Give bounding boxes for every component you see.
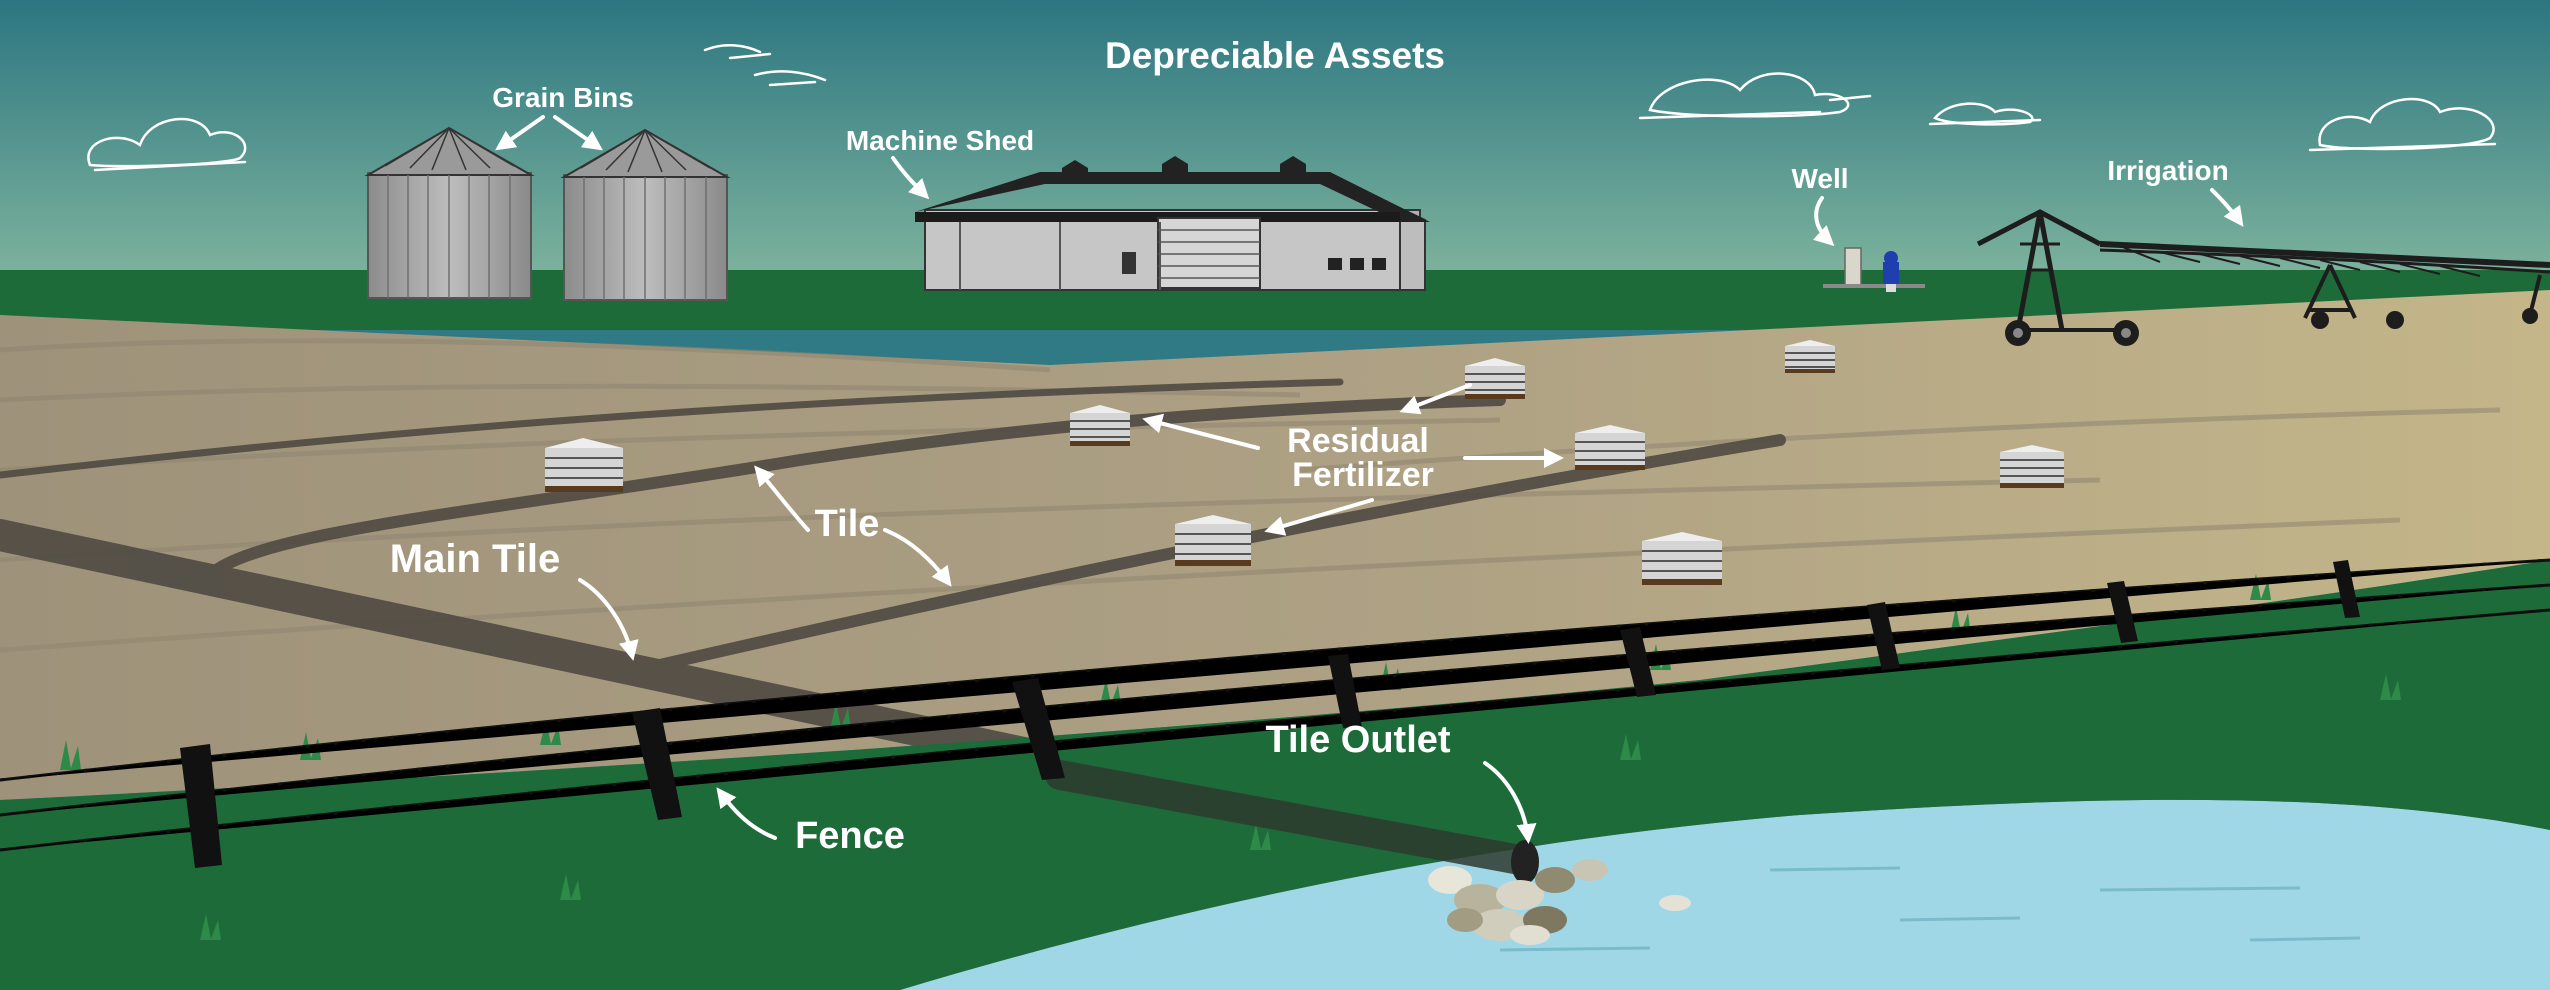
label-fence: Fence [795, 815, 905, 857]
pond [900, 799, 2550, 990]
center-pivot-irrigation-icon [1976, 209, 2550, 332]
tile-outlet-opening [1511, 840, 1539, 884]
water-ripples [1499, 866, 2361, 952]
fence-post-icon [180, 744, 222, 868]
tile-outlet-pipe [1045, 760, 1535, 875]
machine-shed-icon [915, 156, 1430, 291]
label-grain-bins: Grain Bins [492, 82, 634, 113]
fence-post-icon [2333, 560, 2360, 618]
fertilizer-pallet-icon [2000, 445, 2064, 488]
fertilizer-pallet-icon [1070, 405, 1130, 446]
fertilizer-pallet-icon [1642, 532, 1722, 585]
well-pump-icon [1823, 247, 1925, 292]
fence [0, 558, 2550, 868]
cloud-icon [1638, 72, 1872, 120]
fertilizer-pallet-icon [1575, 425, 1645, 470]
fertilizer-pallet-icon [545, 438, 623, 492]
fertilizer-pallet-icon [1465, 358, 1525, 399]
fence-post-icon [632, 708, 682, 820]
label-main-tile: Main Tile [390, 537, 560, 581]
irrigation-wheels [2005, 308, 2538, 346]
field-furrows [0, 338, 2501, 653]
label-well: Well [1791, 163, 1848, 194]
fertilizer-pallet-icon [1175, 515, 1251, 566]
label-residual-fertilizer-line1: Residual [1287, 422, 1429, 460]
grain-bin-icon [364, 126, 535, 299]
fertilizer-pallet-icon [1785, 340, 1835, 373]
grain-bin-icon [560, 128, 731, 301]
lower-tile [654, 434, 1786, 671]
label-machine-shed: Machine Shed [846, 125, 1034, 156]
fence-post-icon [2107, 581, 2138, 643]
fence-post-icon [1867, 602, 1900, 670]
label-residual-fertilizer-line2: Fertilizer [1292, 456, 1434, 494]
cloud-icon [1928, 102, 2042, 126]
upper-tile [0, 378, 1344, 479]
label-tile-outlet: Tile Outlet [1265, 719, 1450, 761]
fence-post-icon [1328, 654, 1362, 728]
cloud-icon [2308, 97, 2497, 152]
cloud-icon [703, 44, 827, 87]
fence-post-icon [1620, 627, 1656, 697]
label-irrigation: Irrigation [2107, 155, 2228, 186]
arrow-icon [495, 115, 2244, 844]
cloud-icon [87, 117, 247, 172]
label-tile: Tile [815, 503, 880, 545]
rock-pile-icon [1428, 859, 1691, 945]
page-title: Depreciable Assets [1105, 35, 1445, 76]
fence-post-icon [1012, 678, 1065, 780]
middle-tile [204, 394, 1506, 581]
